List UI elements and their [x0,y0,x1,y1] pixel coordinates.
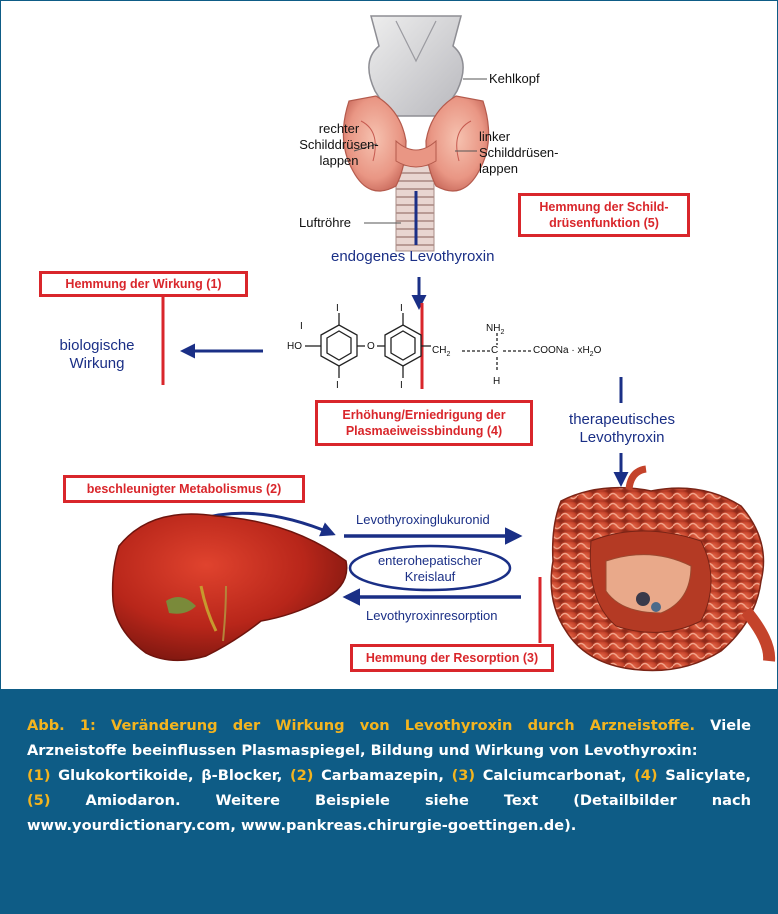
box4-line2: Plasmaeiweissbindung (4) [342,423,505,439]
label-levothyroxinresorption: Levothyroxinresorption [366,608,498,624]
mol-tail: COONa · xH2O [533,343,601,363]
label-rechter-line3: lappen [299,153,379,169]
label-kehlkopf: Kehlkopf [489,71,540,87]
caption-text4: Salicylate, [658,767,751,784]
label-luftroehre: Luftröhre [299,215,351,231]
label-linker-line3: lappen [479,161,559,177]
mol-iodine-4: I [400,301,403,317]
label-rechter-lappen: rechter Schilddrüsen- lappen [299,121,379,169]
label-therapeutisches-line1: therapeutisches [559,411,685,429]
label-levothyroxinglukuronid: Levothyroxinglukuronid [356,512,490,528]
label-enterohepatischer-kreislauf: enterohepatischer Kreislauf [370,553,490,585]
label-rechter-line1: rechter [299,121,379,137]
mol-carbon: C [491,343,498,359]
mol-nh2: NH2 [486,321,504,341]
mol-hydroxy: HO [287,339,302,355]
box5-line2: drüsenfunktion (5) [539,215,668,231]
mol-iodine-3: I [336,378,339,394]
label-endogenes-levothyroxin: endogenes Levothyroxin [331,249,494,265]
label-biologische-line2: Wirkung [41,355,153,373]
box-beschleunigter-metabolismus: beschleunigter Metabolismus (2) [63,475,305,503]
mol-oxygen: O [367,339,375,355]
mol-ch2: CH2 [432,343,450,363]
caption-text5: Amiodaron. Weitere Beispiele siehe Text … [27,792,751,834]
box-hemmung-wirkung: Hemmung der Wirkung (1) [39,271,248,297]
caption-num3: (3) [452,767,476,784]
box5-line1: Hemmung der Schild- [539,199,668,215]
mol-ch2-sub: 2 [446,351,450,358]
mol-nh: NH [486,323,500,334]
mol-tail-o: O [594,345,602,356]
label-rechter-line2: Schilddrüsen- [299,137,379,153]
mol-iodine-5: I [400,378,403,394]
label-linker-line1: linker [479,129,559,145]
label-therapeutisches-levothyroxin: therapeutisches Levothyroxin [559,411,685,447]
box-hemmung-resorption: Hemmung der Resorption (3) [350,644,554,672]
label-biologische-line1: biologische [41,337,153,355]
caption-num2: (2) [290,767,314,784]
mol-iodine-2: I [336,301,339,317]
mol-nh2-sub: 2 [500,329,504,336]
intestine-illustration [551,469,769,671]
liver-illustration [113,514,347,660]
label-linker-line2: Schilddrüsen- [479,145,559,161]
figure-caption: Abb. 1: Veränderung der Wirkung von Levo… [1,689,777,913]
label-biologische-wirkung: biologische Wirkung [41,337,153,373]
mol-ch: CH [432,345,446,356]
mol-tail-text: COONa · xH [533,345,590,356]
mol-hydrogen: H [493,374,500,390]
mol-iodine-1: I [300,319,303,335]
caption-num1: (1) [27,767,51,784]
caption-num5: (5) [27,792,51,809]
label-kreislauf-line2: Kreislauf [370,569,490,585]
caption-title: Abb. 1: Veränderung der Wirkung von Levo… [27,717,695,734]
caption-text2: Carbamazepin, [313,767,451,784]
box4-line1: Erhöhung/Erniedrigung der [342,407,505,423]
label-therapeutisches-line2: Levothyroxin [559,429,685,447]
box-hemmung-schilddruesenfunktion: Hemmung der Schild- drüsenfunktion (5) [518,193,690,237]
caption-num4: (4) [634,767,658,784]
diagram: Kehlkopf rechter Schilddrüsen- lappen li… [1,1,777,689]
caption-text1: Glukokortikoide, β-Blocker, [51,767,290,784]
label-linker-lappen: linker Schilddrüsen- lappen [479,129,559,177]
caption-text3: Calciumcarbonat, [475,767,634,784]
box-plasmaeiweissbindung: Erhöhung/Erniedrigung der Plasmaeiweissb… [315,400,533,446]
label-kreislauf-line1: enterohepatischer [370,553,490,569]
